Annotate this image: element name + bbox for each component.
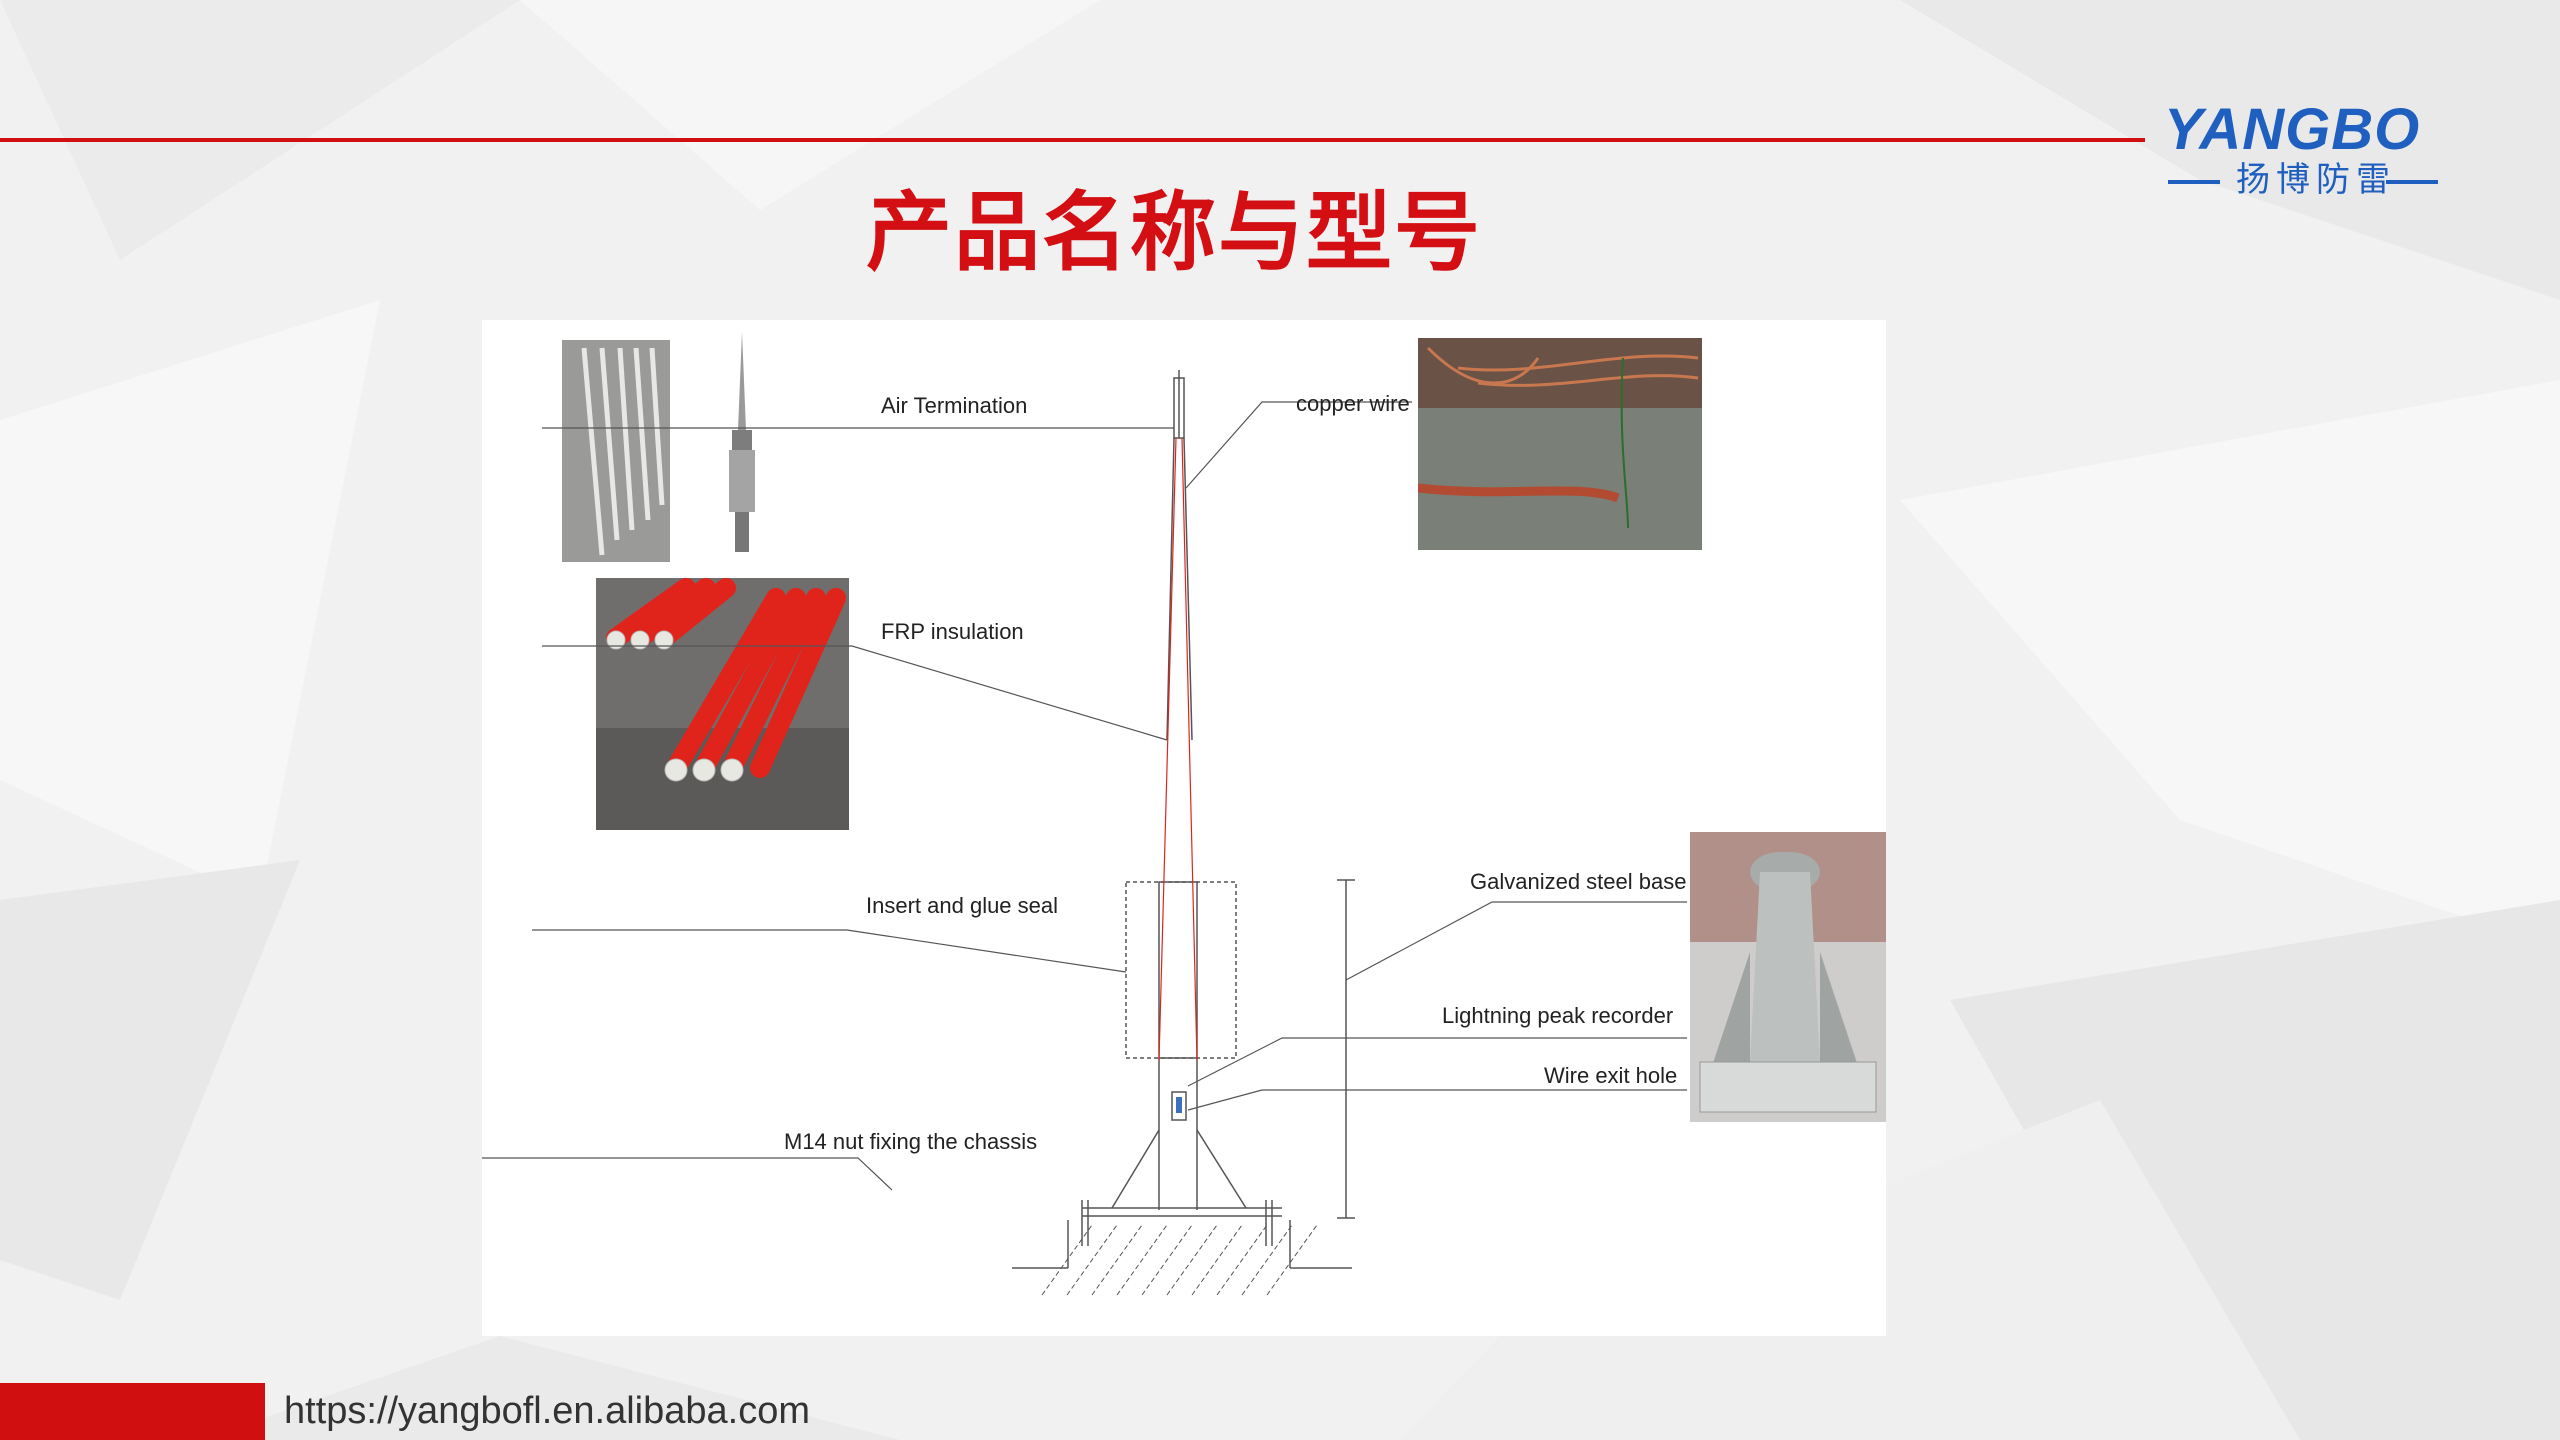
photo-frp-tubes: [596, 578, 849, 830]
footer-url-link[interactable]: https://yangbofl.en.alibaba.com: [284, 1390, 811, 1432]
label-galvanized-base: Galvanized steel base: [1470, 869, 1687, 894]
photo-air-terminal: [707, 330, 777, 564]
label-peak-recorder: Lightning peak recorder: [1442, 1003, 1674, 1028]
photo-galvanized-base: [1690, 832, 1886, 1122]
label-m14-nut: M14 nut fixing the chassis: [784, 1129, 1038, 1154]
logo-cn-row: 扬博防雷: [2168, 160, 2440, 200]
photo-copper-wire: [1418, 338, 1702, 550]
label-air-termination: Air Termination: [881, 393, 1028, 418]
logo-text-en: YANGBO: [2164, 97, 2421, 162]
footer-accent-bar: [0, 1383, 265, 1440]
photo-metal-rods: [562, 340, 670, 562]
label-copper-wire: copper wire: [1296, 391, 1410, 416]
brand-logo: YANGBO 扬博防雷: [2160, 98, 2440, 208]
logo-dash-right: [2386, 180, 2438, 184]
diagram-panel: Air Termination copper wire FRP insulati…: [482, 320, 1886, 1336]
label-wire-exit-hole: Wire exit hole: [1544, 1063, 1678, 1088]
lightning-rod-drawing: [482, 370, 1687, 1296]
label-frp-insulation: FRP insulation: [881, 619, 1024, 644]
page-title: 产品名称与型号: [866, 183, 1482, 283]
logo-text-cn: 扬博防雷: [2236, 160, 2396, 200]
label-insert-glue-seal: Insert and glue seal: [866, 893, 1059, 918]
header-rule: [0, 138, 2145, 142]
logo-dash-left: [2168, 180, 2220, 184]
